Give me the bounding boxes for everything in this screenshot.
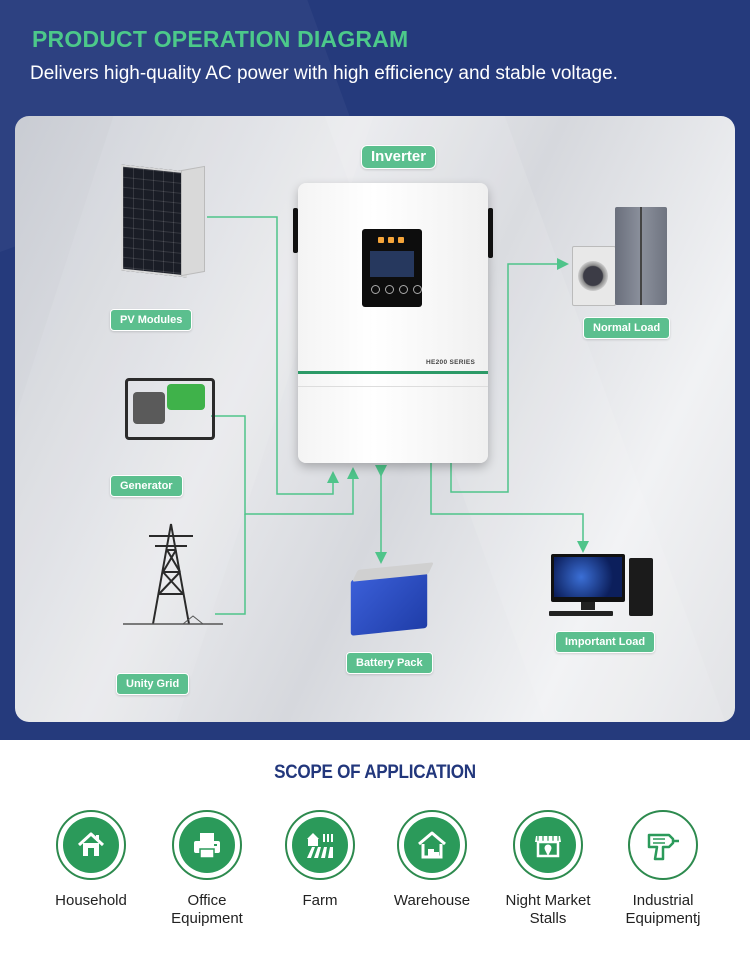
printer-icon — [194, 833, 220, 859]
scope-label: Farm — [302, 892, 338, 909]
scope-label: Industrial — [632, 892, 694, 909]
normal-load-label: Normal Load — [583, 317, 671, 339]
inverter-series-label: HE200 SERIES — [426, 359, 476, 366]
operation-diagram: Inverter HE200 SERIES PV Modules Generat… — [15, 116, 735, 722]
pc-tower-image — [629, 558, 653, 616]
washing-machine-image — [572, 246, 616, 306]
scope-label-line2: Equipmentj — [625, 910, 701, 927]
inverter-label: Inverter — [361, 145, 437, 169]
scope-label: Office — [187, 892, 227, 909]
pv-modules-label: PV Modules — [110, 309, 193, 331]
market-stall-icon — [535, 836, 561, 858]
header-banner: PRODUCT OPERATION DIAGRAM Delivers high-… — [0, 0, 750, 740]
scope-item-household: Household — [21, 810, 161, 910]
battery-pack-label: Battery Pack — [346, 652, 433, 674]
grid-tower-image — [123, 523, 223, 625]
warehouse-icon — [418, 831, 446, 859]
generator-image — [125, 378, 215, 440]
pv-panel-back — [181, 165, 205, 277]
inverter-unit: HE200 SERIES — [293, 183, 493, 463]
page-subtitle: Delivers high-quality AC power with high… — [30, 63, 618, 84]
scope-title: SCOPE OF APPLICATION — [274, 762, 476, 783]
scope-item-farm: Farm — [250, 810, 390, 910]
scope-item-warehouse: Warehouse — [362, 810, 502, 910]
scope-label: Warehouse — [393, 892, 471, 909]
farm-icon — [307, 833, 333, 858]
generator-label: Generator — [110, 475, 183, 497]
pv-panel-image — [121, 164, 187, 278]
keyboard-image — [549, 611, 613, 616]
battery-pack-image — [350, 562, 434, 636]
scope-label: Night Market — [505, 892, 591, 909]
connection-lines — [207, 216, 589, 615]
scope-label: Household — [55, 892, 127, 909]
inverter-display — [362, 229, 422, 307]
drill-icon — [647, 833, 679, 861]
scope-label-line2: Equipment — [171, 910, 243, 927]
computer-monitor-image — [551, 554, 625, 602]
house-icon — [77, 832, 105, 856]
page-title: PRODUCT OPERATION DIAGRAM — [32, 26, 409, 52]
refrigerator-image — [615, 207, 667, 305]
important-load-label: Important Load — [555, 631, 656, 653]
unity-grid-label: Unity Grid — [116, 673, 190, 695]
scope-label-line2: Stalls — [529, 910, 567, 927]
